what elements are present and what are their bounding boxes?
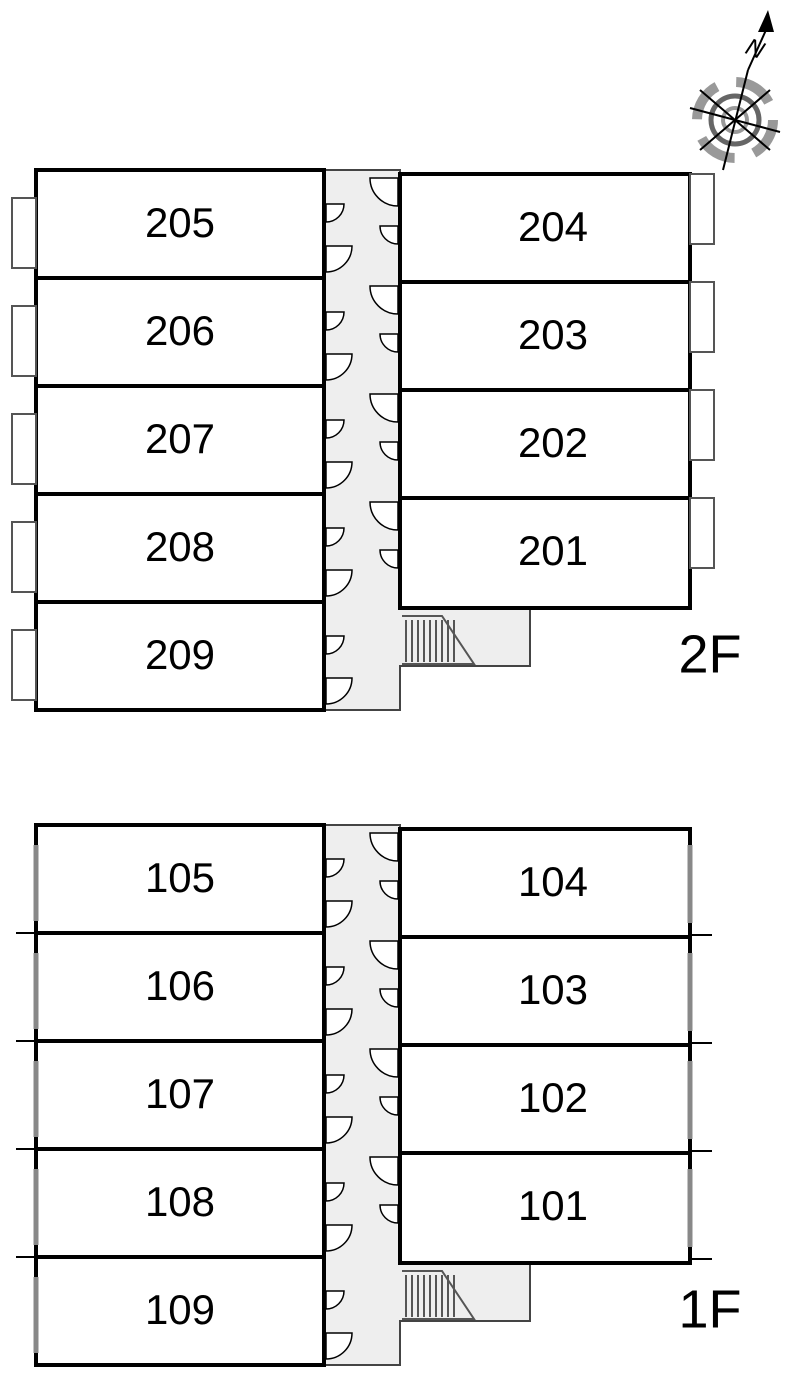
unit-label-203: 203 (518, 311, 588, 358)
unit-204 (398, 172, 692, 284)
door-icon (325, 635, 345, 655)
staircase-icon (402, 1270, 476, 1320)
unit-209 (34, 600, 326, 712)
unit-106 (34, 931, 326, 1043)
door-icon (369, 177, 399, 207)
door-icon (379, 549, 399, 569)
unit-label-104: 104 (518, 858, 588, 905)
balcony (689, 281, 715, 353)
door-icon (325, 1332, 353, 1360)
door-icon (369, 501, 399, 531)
unit-label-105: 105 (145, 854, 215, 901)
door-icon (325, 419, 345, 439)
unit-label-205: 205 (145, 199, 215, 246)
balcony (689, 173, 715, 245)
balcony (11, 521, 37, 593)
door-icon (325, 1182, 345, 1202)
door-icon (379, 880, 399, 900)
door-icon (369, 1048, 399, 1078)
door-icon (325, 203, 345, 223)
unit-label-101: 101 (518, 1182, 588, 1229)
door-icon (325, 1008, 353, 1036)
unit-104 (398, 827, 692, 939)
unit-label-106: 106 (145, 962, 215, 1009)
door-icon (325, 1224, 353, 1252)
unit-label-103: 103 (518, 966, 588, 1013)
unit-208 (34, 492, 326, 604)
unit-label-208: 208 (145, 523, 215, 570)
door-icon (325, 245, 353, 273)
unit-202 (398, 388, 692, 500)
door-icon (369, 940, 399, 970)
door-icon (379, 1096, 399, 1116)
door-icon (325, 858, 345, 878)
door-icon (325, 353, 353, 381)
door-icon (369, 832, 399, 862)
door-icon (369, 393, 399, 423)
door-icon (325, 1074, 345, 1094)
balcony (11, 197, 37, 269)
door-icon (325, 966, 345, 986)
door-icon (325, 677, 353, 705)
balcony (11, 629, 37, 701)
unit-label-206: 206 (145, 307, 215, 354)
unit-label-109: 109 (145, 1286, 215, 1333)
compass-north-letter: N (742, 33, 769, 65)
door-icon (369, 285, 399, 315)
staircase-icon (402, 615, 476, 665)
unit-label-102: 102 (518, 1074, 588, 1121)
floor-label: 2F (678, 624, 741, 684)
unit-107 (34, 1039, 326, 1151)
balcony (689, 497, 715, 569)
unit-label-204: 204 (518, 203, 588, 250)
unit-label-201: 201 (518, 527, 588, 574)
door-icon (325, 1116, 353, 1144)
floor-1f: 105 106 107 108 109 104 103 102 101 1F (16, 823, 742, 1367)
balcony (11, 305, 37, 377)
floor-label: 1F (678, 1279, 741, 1339)
floor-2f: 205 206 207 208 209 204 203 202 201 2F (11, 168, 742, 712)
unit-label-202: 202 (518, 419, 588, 466)
door-icon (325, 1290, 345, 1310)
door-icon (379, 225, 399, 245)
unit-109 (34, 1255, 326, 1367)
door-icon (325, 900, 353, 928)
compass-rose-icon: N (689, 10, 781, 171)
door-icon (325, 527, 345, 547)
door-icon (379, 1204, 399, 1224)
door-icon (379, 988, 399, 1008)
door-icon (369, 1156, 399, 1186)
door-icon (379, 441, 399, 461)
unit-201 (398, 496, 692, 610)
door-icon (325, 461, 353, 489)
unit-105 (34, 823, 326, 935)
door-icon (325, 311, 345, 331)
unit-label-207: 207 (145, 415, 215, 462)
unit-206 (34, 276, 326, 388)
unit-label-209: 209 (145, 631, 215, 678)
unit-108 (34, 1147, 326, 1259)
door-icon (379, 333, 399, 353)
unit-103 (398, 935, 692, 1047)
balcony (11, 413, 37, 485)
balcony (689, 389, 715, 461)
unit-label-108: 108 (145, 1178, 215, 1225)
door-icon (325, 569, 353, 597)
unit-101 (398, 1151, 692, 1265)
unit-label-107: 107 (145, 1070, 215, 1117)
